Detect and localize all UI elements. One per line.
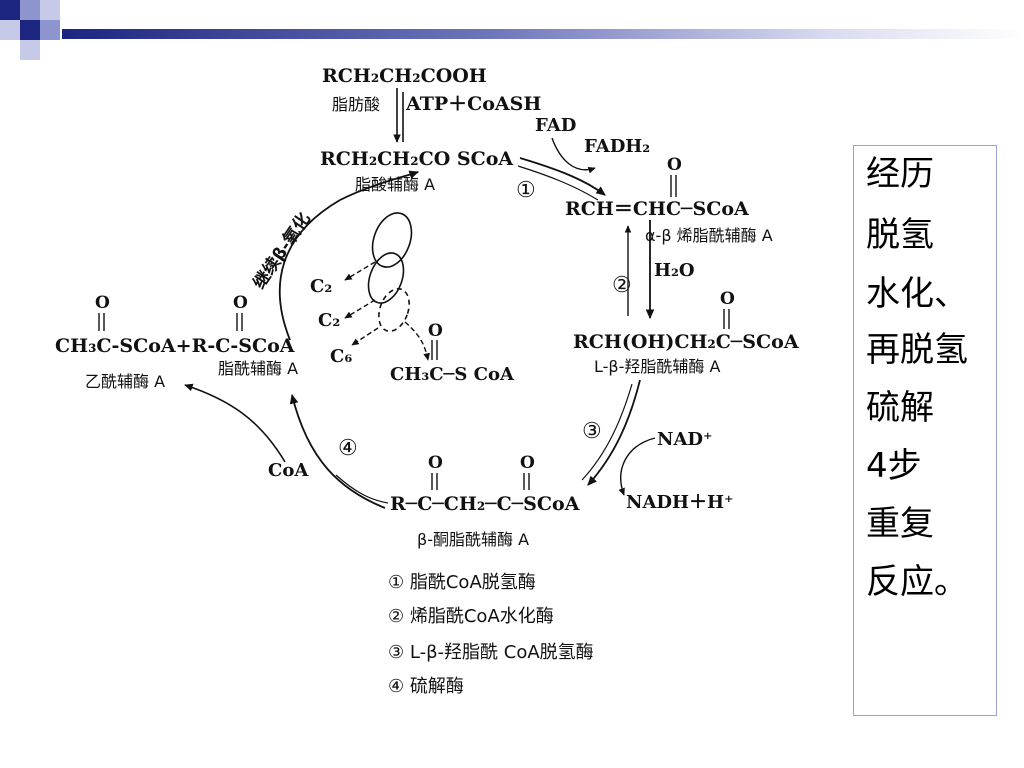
summary-line-8: 反应。 bbox=[866, 562, 968, 602]
corner-square-5 bbox=[40, 20, 60, 40]
legend-item-4: ④ 硫解酶 bbox=[388, 676, 464, 697]
fad-arrow bbox=[551, 137, 596, 174]
summary-line-6: 4步 bbox=[866, 446, 922, 486]
enoyl-formula: RCH＝CHC─SCoA bbox=[565, 198, 749, 220]
nadh-label: NADH＋H⁺ bbox=[626, 492, 734, 513]
hydroxy-formula: RCH(OH)CH₂C─SCoA bbox=[573, 331, 799, 353]
acetyl-inner-arrow bbox=[404, 321, 430, 361]
c2b-arrow bbox=[344, 299, 376, 319]
step1-arrow-back bbox=[517, 165, 599, 201]
summary-line-1: 经历 bbox=[866, 154, 934, 194]
summary-line-4: 再脱氢 bbox=[866, 330, 968, 370]
acetyl-inner-formula: CH₃C─S CoA bbox=[390, 364, 515, 385]
top-acid: RCH₂CH₂COOH bbox=[322, 65, 487, 87]
step2-number: ② bbox=[612, 273, 632, 298]
keto-formula: R─C─CH₂─C─SCoA bbox=[390, 493, 580, 515]
continue-label: 继续β-氧化 bbox=[249, 209, 315, 293]
acyl-coa-top: RCH₂CH₂CO SCoA bbox=[320, 148, 513, 170]
summary-box: 经历 脱氢 水化、 再脱氢 硫解 4步 重复 反应。 bbox=[853, 145, 997, 716]
hydroxy-carbonyl-o: O bbox=[720, 289, 735, 309]
corner-square-4 bbox=[20, 20, 40, 40]
coa-label: CoA bbox=[268, 460, 309, 481]
products-formula: CH₃C-SCoA+R-C-SCoA bbox=[55, 335, 295, 357]
acetyl-carbonyl-o: O bbox=[95, 293, 110, 313]
c6-arrow bbox=[351, 327, 379, 346]
hydroxy-name: L-β-羟脂酰辅酶 A bbox=[594, 357, 720, 376]
legend-item-3: ③ L-β-羟脂酰 CoA脱氢酶 bbox=[388, 642, 594, 663]
acyl-coa-name: 脂酰辅酶 A bbox=[218, 359, 298, 378]
legend-item-1: ① 脂酰CoA脱氢酶 bbox=[388, 572, 536, 593]
corner-square-3 bbox=[0, 20, 20, 40]
corner-square-6 bbox=[20, 40, 40, 60]
spiral-loop-2 bbox=[367, 252, 405, 304]
step3-arrow bbox=[587, 379, 641, 486]
summary-line-5: 硫解 bbox=[866, 388, 934, 428]
spiral-loop-3 bbox=[378, 287, 410, 333]
step4-number: ④ bbox=[338, 436, 358, 461]
acyl-coa-top-label: 脂酸辅酶 A bbox=[355, 175, 435, 194]
keto-carbonyl-o1: O bbox=[428, 453, 443, 473]
acetyl-inner-o: O bbox=[428, 321, 443, 341]
acyl-carbonyl-o: O bbox=[233, 293, 248, 313]
fadh2-label: FADH₂ bbox=[584, 136, 650, 157]
corner-square-1 bbox=[0, 0, 20, 20]
step4-arrow bbox=[289, 393, 386, 509]
fatty-acid-label: 脂肪酸 bbox=[332, 95, 380, 114]
summary-line-2: 脱氢 bbox=[866, 215, 934, 255]
c2-label-b: C₂ bbox=[318, 310, 340, 331]
fad-label: FAD bbox=[535, 115, 576, 136]
step3-number: ③ bbox=[582, 419, 602, 444]
corner-square-7 bbox=[40, 0, 60, 20]
keto-carbonyl-o2: O bbox=[520, 453, 535, 473]
nad-label: NAD⁺ bbox=[657, 429, 713, 450]
header-gradient-bar bbox=[62, 29, 1024, 39]
step3-arrow-back bbox=[581, 383, 633, 481]
summary-line-7: 重复 bbox=[866, 504, 934, 544]
continue-arrow bbox=[278, 170, 420, 341]
spiral-loop-1 bbox=[371, 212, 413, 268]
enoyl-carbonyl-o: O bbox=[667, 155, 682, 175]
c2-label-a: C₂ bbox=[310, 276, 332, 297]
step4-arrow-back bbox=[335, 474, 389, 504]
acetyl-coa-name: 乙酰辅酶 A bbox=[85, 372, 165, 391]
step1-number: ① bbox=[516, 178, 536, 203]
c2a-arrow bbox=[344, 261, 376, 281]
keto-name: β-酮脂酰辅酶 A bbox=[417, 530, 529, 549]
coa-to-acetyl-arrow bbox=[184, 383, 286, 463]
step1-arrow bbox=[519, 157, 606, 196]
legend-item-2: ② 烯脂酰CoA水化酶 bbox=[388, 606, 554, 627]
h2o-label: H₂O bbox=[654, 260, 695, 281]
nad-arrow bbox=[618, 437, 656, 496]
corner-square-2 bbox=[20, 0, 40, 20]
c6-label: C₆ bbox=[330, 346, 352, 367]
enoyl-name: α-β 烯脂酰辅酶 A bbox=[645, 226, 773, 245]
atp-coash-label: ATP＋CoASH bbox=[405, 93, 541, 115]
summary-line-3: 水化、 bbox=[866, 274, 968, 314]
